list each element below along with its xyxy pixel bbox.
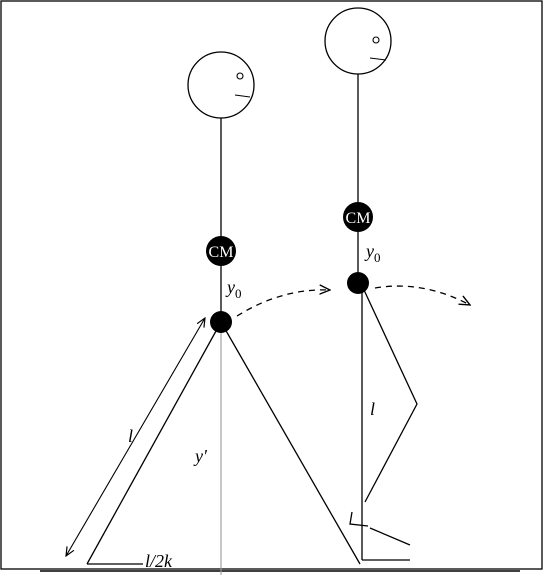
right-cm-label: CM [346,210,371,227]
right-mouth [369,57,387,61]
step-half-label: l/2k [145,551,173,571]
right-hip-ball [347,272,369,294]
left-cm-label: CM [209,244,234,261]
leg-length-arrow [66,318,205,556]
left-front-leg [220,321,361,565]
right-head [324,7,392,75]
right-swing-toe [369,527,411,546]
right-y0-label: y0 [364,241,381,265]
right-cm-ball [343,202,373,232]
right-swing-foot [349,511,369,527]
leg-length-label-left: l [128,426,133,446]
trajectory-arrow-2 [374,285,470,305]
diagram-frame [0,0,543,570]
left-y0-label: y0 [225,277,242,301]
leg-length-label-right: l [370,399,375,419]
left-cm-ball [206,236,236,266]
left-mouth [234,94,251,98]
left-figure: CM y0 y′ l l/2k [66,51,361,575]
right-eye [372,36,380,44]
left-back-leg [86,321,222,565]
left-eye [236,72,244,80]
left-head [187,51,255,119]
height-prime-label: y′ [193,446,208,466]
right-figure: CM y0 l [324,7,418,561]
right-swing-leg [363,289,418,503]
trajectory-arrow-1 [236,290,330,317]
